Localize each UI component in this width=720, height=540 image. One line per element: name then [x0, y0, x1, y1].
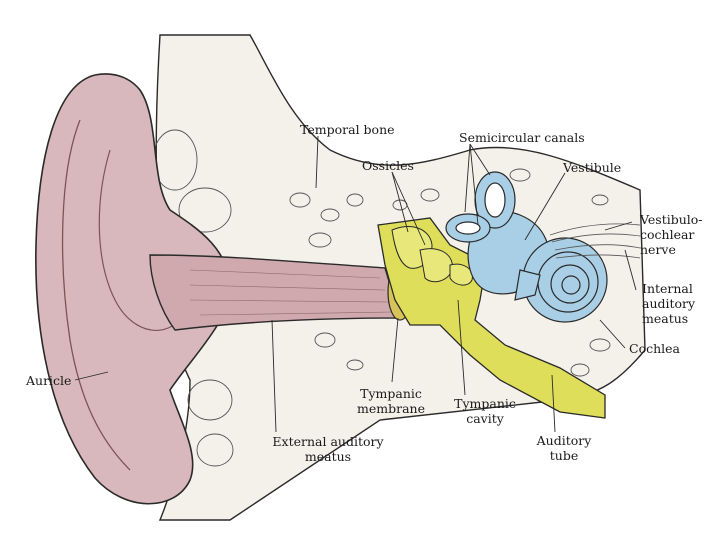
- label-auditory-tube: Auditory tube: [536, 433, 592, 463]
- auricle-inner: [98, 149, 181, 331]
- label-vestibule: Vestibule: [563, 160, 622, 175]
- auricle-fold: [61, 119, 131, 471]
- label-cochlea: Cochlea: [629, 341, 680, 356]
- label-semicircular-canals: Semicircular canals: [459, 130, 585, 145]
- label-vestibulocochlear-nerve: Vestibulo- cochlear nerve: [640, 212, 703, 257]
- label-external-auditory-meatus: External auditory meatus: [272, 434, 384, 464]
- label-tympanic-membrane: Tympanic membrane: [357, 386, 425, 416]
- label-internal-auditory-meatus: Internal auditory meatus: [642, 281, 696, 326]
- label-temporal-bone: Temporal bone: [300, 122, 395, 137]
- cochlea-shape: [514, 237, 608, 323]
- label-auricle: Auricle: [26, 373, 72, 388]
- label-tympanic-cavity: Tympanic cavity: [454, 396, 516, 426]
- leader-lines: [74, 135, 637, 433]
- ossicles-shapes: [391, 226, 473, 286]
- label-ossicles: Ossicles: [362, 158, 414, 173]
- semicircular-canals-shapes: [445, 171, 516, 243]
- external-canal: [149, 254, 401, 331]
- nerve-fibers: [549, 223, 641, 259]
